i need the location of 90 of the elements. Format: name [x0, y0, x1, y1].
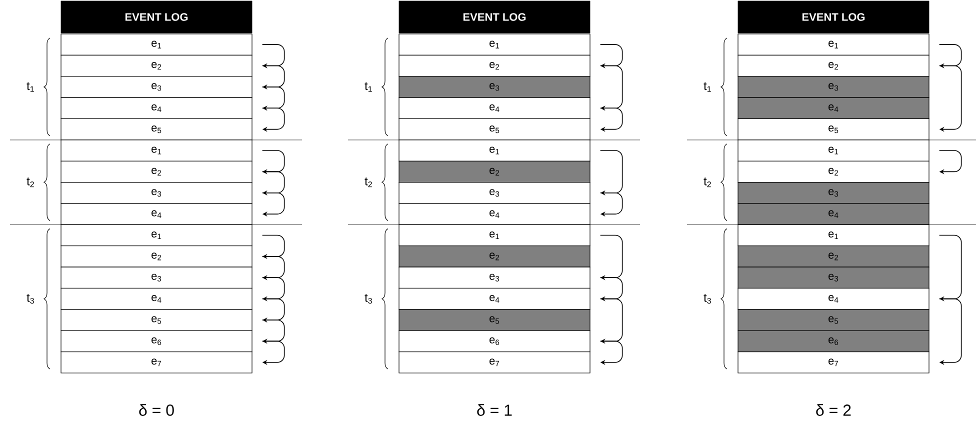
arrow	[262, 108, 285, 132]
log-row: e$_{4}$	[738, 203, 930, 225]
arrow	[938, 150, 962, 174]
arrow	[600, 277, 623, 302]
log-row: e$_{6}$	[398, 330, 590, 352]
delta-label: δ = 2	[816, 404, 851, 416]
log-row: e$_{5}$	[738, 118, 930, 140]
log-row: e$_{2}$	[398, 246, 590, 268]
arrow	[262, 298, 285, 323]
table-header: EVENT LOG	[60, 0, 252, 34]
arrow	[262, 44, 285, 68]
arrow	[600, 44, 623, 68]
arrow	[262, 320, 285, 344]
log-row: e$_{3}$	[738, 182, 930, 204]
log-row: e$_{1}$	[60, 140, 252, 162]
trace-label: t$_{2}$	[364, 178, 372, 188]
log-row: e$_{1}$	[738, 224, 930, 246]
log-row: e$_{4}$	[60, 203, 252, 225]
log-row: e$_{2}$	[738, 246, 930, 268]
trace-label: t$_{1}$	[704, 82, 711, 92]
log-row: e$_{4}$	[738, 97, 930, 120]
log-row: e$_{6}$	[738, 330, 930, 352]
log-row: e$_{5}$	[60, 118, 252, 140]
arrow	[600, 65, 623, 111]
log-row: e$_{7}$	[60, 352, 252, 374]
log-row: e$_{2}$	[738, 160, 930, 183]
log-row: e$_{1}$	[60, 224, 252, 246]
log-row: e$_{5}$	[398, 118, 590, 140]
delta-label: δ = 1	[477, 404, 512, 416]
arrow	[262, 150, 285, 174]
trace-label: t$_{3}$	[364, 294, 372, 304]
arrow	[600, 150, 623, 196]
arrow	[938, 234, 962, 302]
arrow	[262, 171, 285, 196]
arrow	[938, 298, 962, 365]
log-row: e$_{2}$	[398, 160, 590, 183]
arrow	[262, 256, 285, 280]
log-row: e$_{1}$	[398, 34, 590, 56]
log-row: e$_{3}$	[60, 76, 252, 98]
log-row: e$_{6}$	[60, 330, 252, 352]
trace-label: t$_{1}$	[364, 82, 372, 92]
log-row: e$_{3}$	[738, 266, 930, 289]
arrow	[600, 340, 623, 365]
arrow	[262, 192, 285, 217]
log-row: e$_{1}$	[398, 224, 590, 246]
log-row: e$_{4}$	[60, 288, 252, 310]
table-header: EVENT LOG	[398, 0, 590, 34]
log-row: e$_{2}$	[60, 54, 252, 77]
trace-label: t$_{3}$	[26, 294, 34, 304]
arrow	[262, 65, 285, 90]
log-row: e$_{3}$	[60, 266, 252, 289]
log-row: e$_{1}$	[738, 140, 930, 162]
trace-label: t$_{2}$	[704, 178, 711, 188]
arrow	[262, 340, 285, 365]
log-row: e$_{1}$	[60, 34, 252, 56]
log-row: e$_{3}$	[60, 182, 252, 204]
arrow	[600, 108, 623, 132]
log-row: e$_{5}$	[398, 309, 590, 331]
log-row: e$_{5}$	[60, 309, 252, 331]
log-row: e$_{4}$	[60, 97, 252, 120]
arrow	[600, 298, 623, 344]
log-row: e$_{7}$	[738, 352, 930, 374]
table-header: EVENT LOG	[738, 0, 930, 34]
arrow	[938, 44, 962, 68]
log-row: e$_{3}$	[738, 76, 930, 98]
log-row: e$_{4}$	[738, 288, 930, 310]
log-row: e$_{2}$	[398, 54, 590, 77]
log-row: e$_{5}$	[738, 309, 930, 331]
log-row: e$_{2}$	[738, 54, 930, 77]
arrow	[262, 86, 285, 111]
log-row: e$_{1}$	[398, 140, 590, 162]
delta-label: δ = 0	[139, 404, 174, 416]
trace-label: t$_{1}$	[26, 82, 34, 92]
arrow	[600, 192, 623, 217]
arrow	[938, 65, 962, 132]
log-row: e$_{7}$	[398, 352, 590, 374]
log-row: e$_{2}$	[60, 160, 252, 183]
trace-label: t$_{2}$	[26, 178, 34, 188]
arrow	[262, 234, 285, 259]
arrow	[262, 277, 285, 302]
log-row: e$_{1}$	[738, 34, 930, 56]
arrow	[600, 234, 623, 280]
log-row: e$_{4}$	[398, 288, 590, 310]
log-row: e$_{2}$	[60, 246, 252, 268]
log-row: e$_{3}$	[398, 76, 590, 98]
log-row: e$_{3}$	[398, 266, 590, 289]
log-row: e$_{4}$	[398, 97, 590, 120]
trace-label: t$_{3}$	[704, 294, 711, 304]
log-row: e$_{4}$	[398, 203, 590, 225]
log-row: e$_{3}$	[398, 182, 590, 204]
